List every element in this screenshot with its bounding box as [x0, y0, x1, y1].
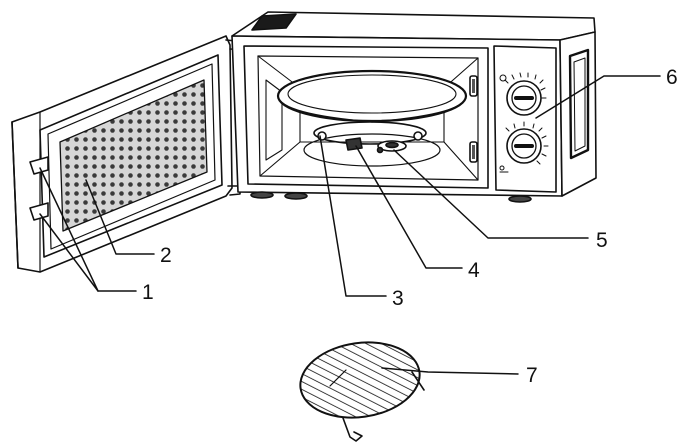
top-vent	[251, 13, 297, 31]
leader-lines	[39, 75, 661, 375]
grill-rack	[299, 341, 425, 442]
door-latch-lower	[29, 202, 49, 221]
door	[11, 35, 247, 273]
door-latch-upper	[29, 156, 49, 175]
microwave-body	[231, 11, 597, 203]
callout-1: 1	[142, 281, 154, 304]
callout-3: 3	[392, 287, 404, 310]
callouts: 1 2 3 4 5 6 7	[142, 66, 678, 387]
callout-4: 4	[468, 259, 480, 282]
turntable-coupler	[345, 137, 363, 151]
control-panel	[493, 45, 557, 193]
callout-6: 6	[666, 66, 678, 89]
grill-rack-leg	[342, 417, 363, 442]
callout-5: 5	[596, 229, 608, 252]
door-mesh-window	[59, 79, 208, 232]
callout-7: 7	[526, 364, 538, 387]
callout-2: 2	[160, 244, 172, 267]
